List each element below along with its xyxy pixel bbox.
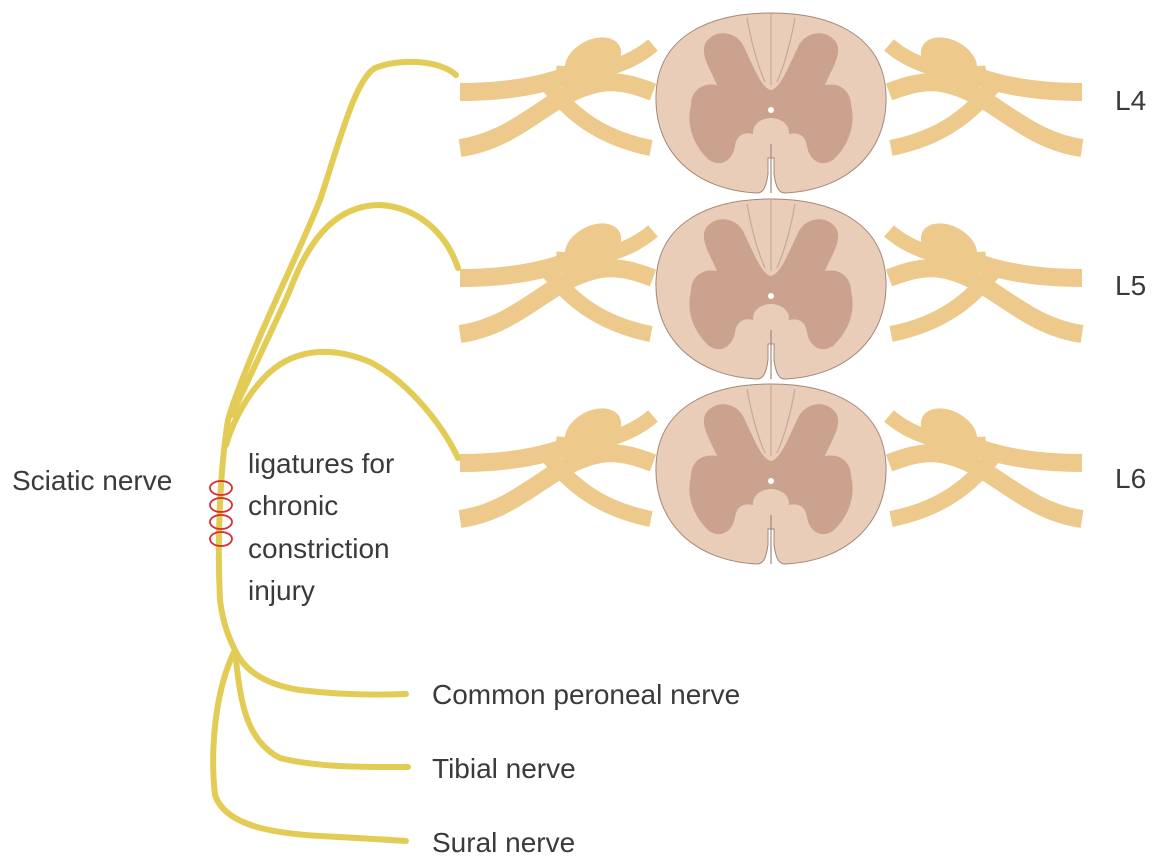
spinal-cord-segment-l5 bbox=[460, 199, 1082, 379]
ligature-label: ligatures for chronic constriction injur… bbox=[248, 448, 394, 606]
spinal-cord-segment-l4 bbox=[460, 13, 1082, 193]
ligature-label-line-2: chronic bbox=[248, 490, 338, 521]
sural-nerve-label: Sural nerve bbox=[432, 827, 575, 858]
segment-label-l5: L5 bbox=[1115, 270, 1146, 301]
tibial-nerve-label: Tibial nerve bbox=[432, 753, 576, 784]
segment-label-l4: L4 bbox=[1115, 85, 1146, 116]
ligature-label-line-1: ligatures for bbox=[248, 448, 394, 479]
ligature-label-line-3: constriction bbox=[248, 533, 390, 564]
sciatic-nerve-label: Sciatic nerve bbox=[12, 465, 172, 496]
spinal-cord-segment-l6 bbox=[460, 384, 1082, 564]
common-peroneal-nerve-label: Common peroneal nerve bbox=[432, 679, 740, 710]
segment-label-l6: L6 bbox=[1115, 463, 1146, 494]
ligature-label-line-4: injury bbox=[248, 575, 315, 606]
